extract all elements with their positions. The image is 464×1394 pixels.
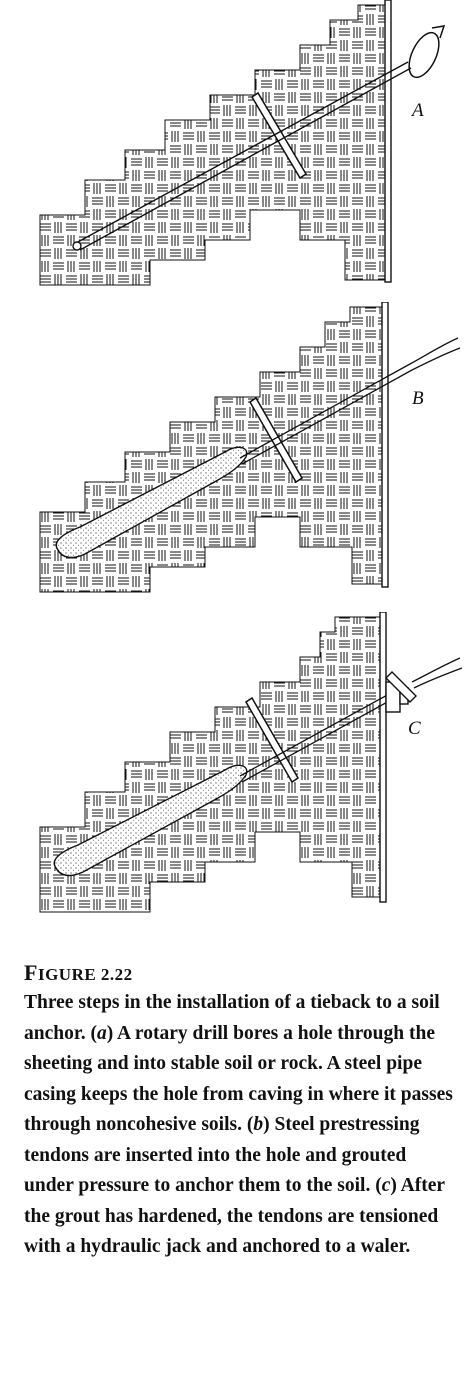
prestressing-tendons-b: [239, 337, 461, 465]
panel-b-svg: B: [39, 302, 461, 593]
grout-body-b: [55, 446, 248, 559]
soil-boundary-break-a: [250, 91, 308, 180]
caption-part: ) A rotary drill bores a hole through th…: [24, 1022, 453, 1136]
figure-caption: FIGURE 2.22 Three steps in the installat…: [24, 960, 456, 1263]
caption-part: Three steps in the installation of a tie…: [24, 992, 440, 1044]
panel-c-tensioning: C: [0, 612, 464, 932]
sheeting-wall-c: [379, 612, 387, 903]
sheeting-wall-b: [381, 302, 389, 588]
panel-a-svg: A: [39, 0, 446, 286]
caption-part: ) After the grout has hardened, the tend…: [24, 1175, 445, 1257]
panel-a-drilling: A: [0, 0, 464, 290]
panel-b-grouting: B: [0, 302, 464, 614]
soil-boundary-break-b: [248, 396, 304, 484]
drill-bit-a: [72, 241, 82, 251]
caption-part: a: [96, 1022, 107, 1044]
panel-label-b: B: [412, 388, 424, 409]
caption-part: ) Steel prestressing tendons are inserte…: [24, 1114, 420, 1196]
caption-part: (: [90, 1022, 97, 1044]
prestressing-tendons-c: [239, 657, 463, 783]
figure-illustration: A: [0, 0, 464, 932]
grout-body-c: [53, 764, 248, 877]
sheeting-wall-a: [384, 0, 392, 283]
caption-part: c: [381, 1175, 391, 1196]
figure-label-initial: F: [24, 960, 38, 985]
drill-casing-a: [75, 61, 412, 251]
panel-label-c: C: [408, 718, 421, 739]
figure-label: FIGURE 2.22: [24, 960, 456, 986]
caption-part: b: [253, 1114, 264, 1135]
waler-anchor: [385, 671, 417, 713]
panel-label-a: A: [410, 100, 424, 121]
panel-c-svg: C: [39, 612, 463, 913]
figure-label-rest: IGURE 2.22: [37, 965, 133, 984]
rotation-arrow-icon: [408, 25, 446, 79]
caption-text: Three steps in the installation of a tie…: [24, 988, 456, 1263]
